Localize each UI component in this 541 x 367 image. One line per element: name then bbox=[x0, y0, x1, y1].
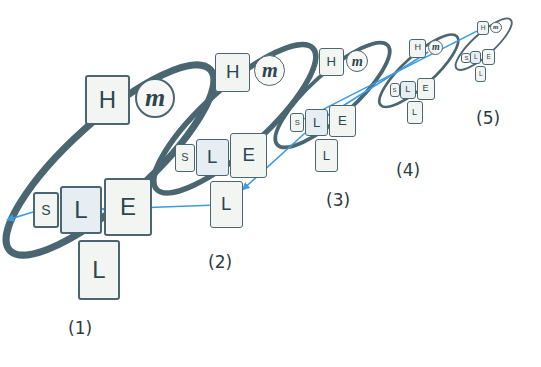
node-letter: L bbox=[479, 71, 483, 78]
m-circle: m bbox=[428, 40, 443, 55]
l-box: L bbox=[475, 66, 486, 82]
node-letter: L bbox=[221, 195, 231, 214]
m-circle: m bbox=[135, 78, 175, 118]
h-box: H bbox=[215, 53, 250, 92]
e-box: E bbox=[230, 133, 267, 178]
node-letter: m bbox=[145, 85, 165, 111]
node-letter: S bbox=[295, 119, 300, 127]
callout-number: (5) bbox=[474, 108, 502, 128]
node-letter: E bbox=[486, 54, 490, 61]
e-box: E bbox=[417, 78, 435, 100]
callout-number: (3) bbox=[324, 190, 352, 210]
node-letter: L bbox=[412, 108, 417, 117]
e-box: E bbox=[104, 178, 152, 236]
node-letter: L bbox=[74, 198, 87, 222]
node-letter: E bbox=[243, 146, 255, 165]
node-letter: S bbox=[41, 203, 50, 217]
callout-number: (1) bbox=[66, 318, 94, 338]
m-circle: m bbox=[254, 55, 285, 86]
h-box: H bbox=[409, 39, 426, 58]
node-letter: S bbox=[181, 152, 188, 163]
node-letter: L bbox=[474, 54, 478, 61]
node-letter: S bbox=[464, 55, 468, 61]
m-circle: m bbox=[346, 50, 368, 72]
h-box: H bbox=[85, 75, 130, 125]
e-box: E bbox=[329, 105, 355, 137]
h-box: H bbox=[319, 48, 344, 76]
node-letter: L bbox=[323, 149, 330, 162]
l-box: L bbox=[196, 139, 229, 176]
node-letter: E bbox=[423, 84, 429, 93]
callout-number: (2) bbox=[206, 252, 234, 272]
s-box: S bbox=[290, 113, 304, 133]
node-letter: H bbox=[326, 55, 336, 68]
node-letter: H bbox=[481, 25, 486, 32]
e-box: E bbox=[482, 49, 495, 65]
node-letter: m bbox=[352, 54, 363, 68]
l-box: L bbox=[315, 139, 338, 172]
node-letter: E bbox=[338, 114, 347, 127]
node-letter: H bbox=[99, 88, 116, 112]
s-box: S bbox=[175, 144, 195, 172]
node-letter: L bbox=[405, 85, 410, 94]
h-box: H bbox=[477, 21, 489, 35]
l-box: L bbox=[470, 51, 481, 64]
node-letter: H bbox=[226, 63, 240, 82]
node-letter: L bbox=[207, 148, 217, 167]
l-box: L bbox=[400, 81, 416, 99]
s-box: S bbox=[33, 192, 59, 228]
node-letter: m bbox=[262, 60, 278, 80]
node-letter: H bbox=[415, 43, 422, 52]
outgoing-arrow bbox=[7, 212, 33, 220]
l-box: L bbox=[210, 181, 243, 228]
node-letter: L bbox=[92, 258, 105, 282]
callout-number: (4) bbox=[394, 160, 422, 180]
m-circle: m bbox=[490, 22, 502, 34]
node-letter: m bbox=[432, 42, 440, 52]
node-letter: S bbox=[392, 87, 396, 93]
l-box: L bbox=[407, 101, 423, 124]
l-box: L bbox=[305, 109, 328, 135]
node-letter: E bbox=[120, 195, 136, 219]
s-box: S bbox=[390, 83, 400, 97]
l-box: L bbox=[60, 186, 102, 234]
l-box: L bbox=[78, 240, 120, 300]
node-letter: L bbox=[313, 116, 320, 129]
node-letter: m bbox=[493, 24, 498, 31]
